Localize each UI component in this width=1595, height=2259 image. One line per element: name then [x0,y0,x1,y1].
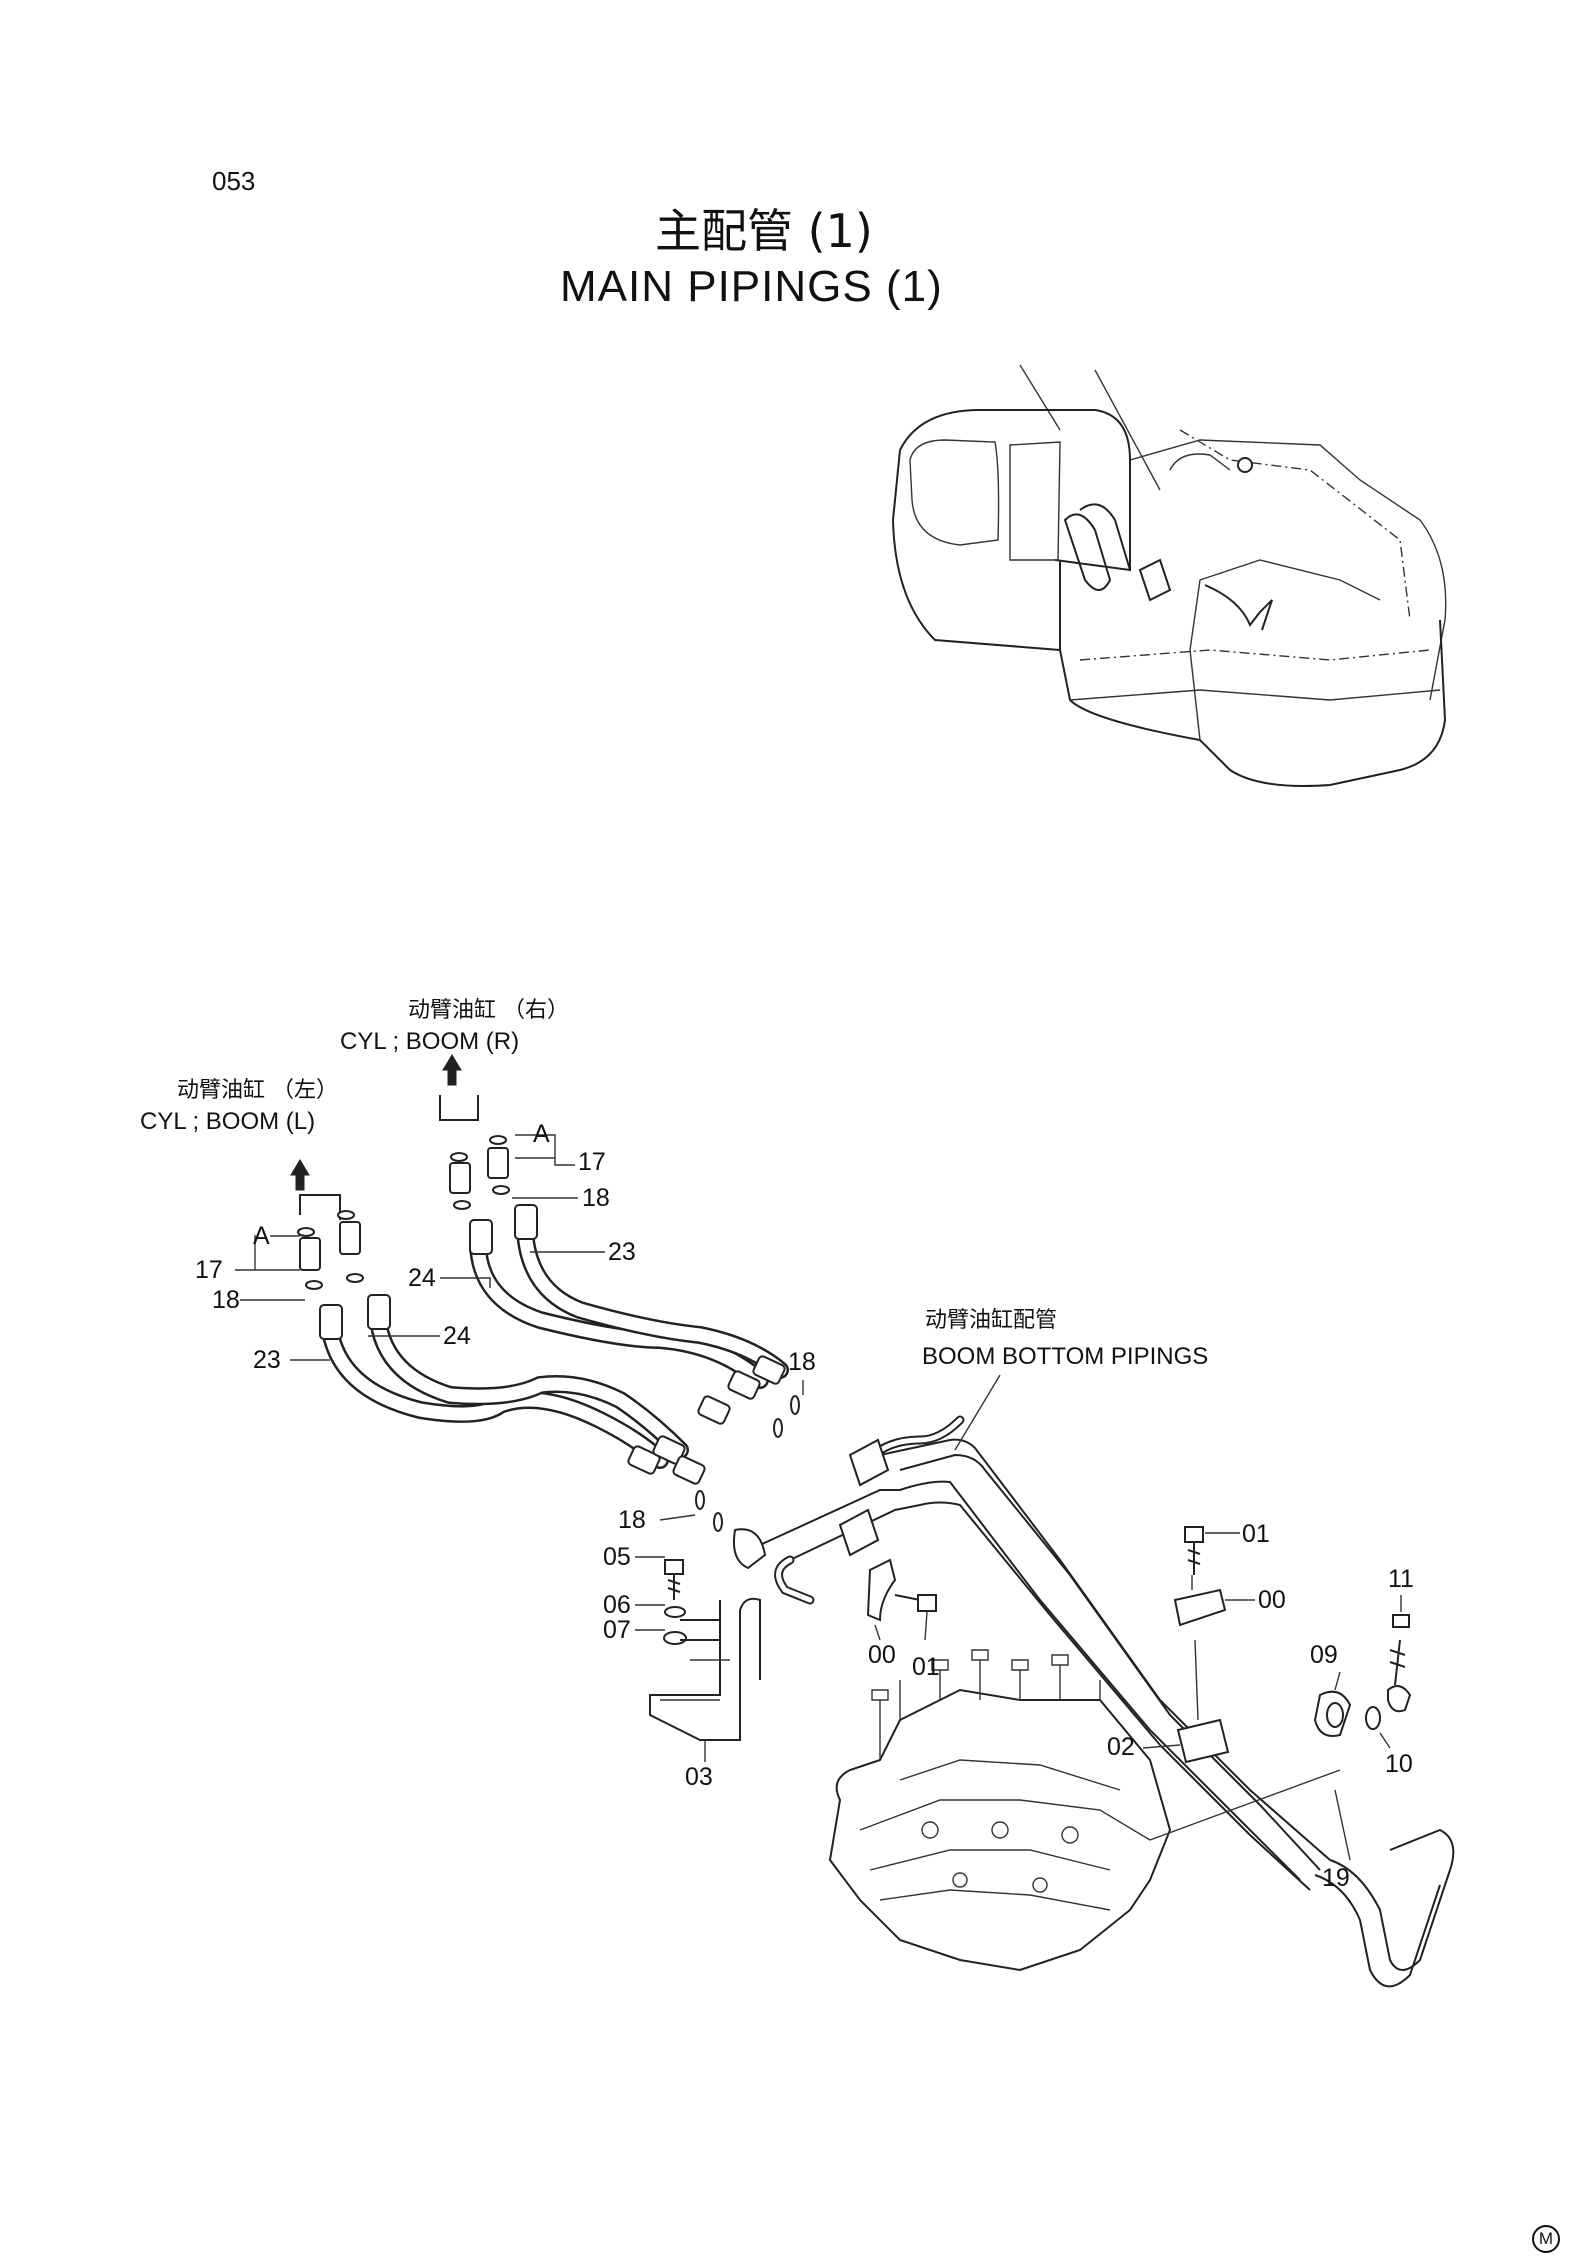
block-and-flange [1176,1614,1412,1764]
part-number-00-b: 00 [1258,1586,1286,1614]
part-number-18-right: 18 [582,1184,610,1212]
publisher-mark: M [1532,2225,1560,2253]
part-number-00-a: 00 [868,1641,896,1669]
part-number-03: 03 [685,1763,713,1791]
part-number-17-right: 17 [578,1148,606,1176]
part-number-10: 10 [1385,1750,1413,1778]
excavator-overview [891,364,1447,787]
page-number: 053 [212,166,256,196]
detail-a-label-right: A [533,1120,550,1148]
leader-lines [235,1134,1402,1861]
part-number-09: 09 [1310,1641,1338,1669]
hoses-right [469,1204,789,1425]
title-chinese: 主配管 (1) [655,204,873,258]
part-number-05: 05 [603,1543,631,1571]
boom-l-label-en: CYL ; BOOM (L) [140,1108,316,1135]
part-number-01-b: 01 [1242,1520,1270,1548]
part-number-24-right: 24 [408,1264,436,1292]
part-number-23-left: 23 [253,1346,281,1374]
part-number-01-a: 01 [912,1653,940,1681]
part-number-19: 19 [1322,1864,1350,1892]
part-number-18-mid: 18 [788,1348,816,1376]
part-number-23-right: 23 [608,1238,636,1266]
fittings-right-pair [439,1054,510,1210]
boom-bottom-label-cn: 动臂油缸配管 [925,1308,1058,1333]
boom-bottom-pipes [732,1415,1455,1988]
title-english: MAIN PIPINGS (1) [560,262,943,311]
clamps [866,1526,1227,1627]
boom-r-label-en: CYL ; BOOM (R) [340,1028,520,1055]
o-rings [695,1395,800,1532]
boom-r-label-cn: 动臂油缸 （右） [408,998,569,1023]
boom-l-label-cn: 动臂油缸 （左） [177,1078,338,1103]
part-number-07: 07 [603,1616,631,1644]
boom-bottom-label-en: BOOM BOTTOM PIPINGS [922,1343,1209,1370]
part-number-02: 02 [1107,1733,1135,1761]
hoses-left [319,1294,706,1485]
part-number-06: 06 [603,1591,631,1619]
part-number-18-low: 18 [618,1506,646,1534]
bracket-assembly [649,1559,761,1741]
control-valve [828,1649,1341,1972]
detail-a-label-left: A [253,1222,270,1250]
part-number-24-left: 24 [443,1322,471,1350]
part-number-11: 11 [1388,1565,1414,1593]
fittings-left-pair [290,1159,364,1290]
part-number-17-left: 17 [195,1256,223,1284]
part-number-18-left: 18 [212,1286,240,1314]
